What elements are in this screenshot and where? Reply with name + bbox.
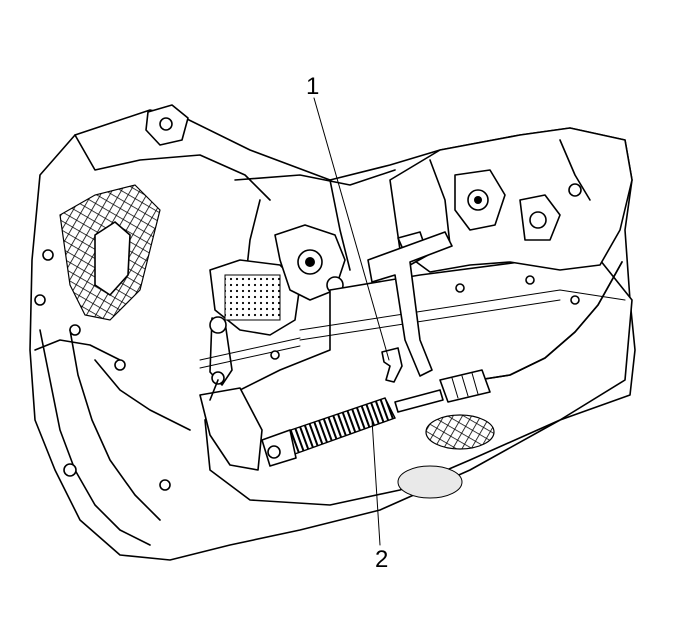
callout-2-label: 2: [375, 546, 388, 573]
callout-1: 1: [306, 73, 390, 361]
range-selector-assembly: [209, 224, 346, 386]
shift-cable: [199, 261, 623, 471]
callout-1-label: 1: [306, 73, 319, 100]
cable-bracket: [367, 231, 453, 383]
callout-2: 2: [371, 419, 388, 573]
